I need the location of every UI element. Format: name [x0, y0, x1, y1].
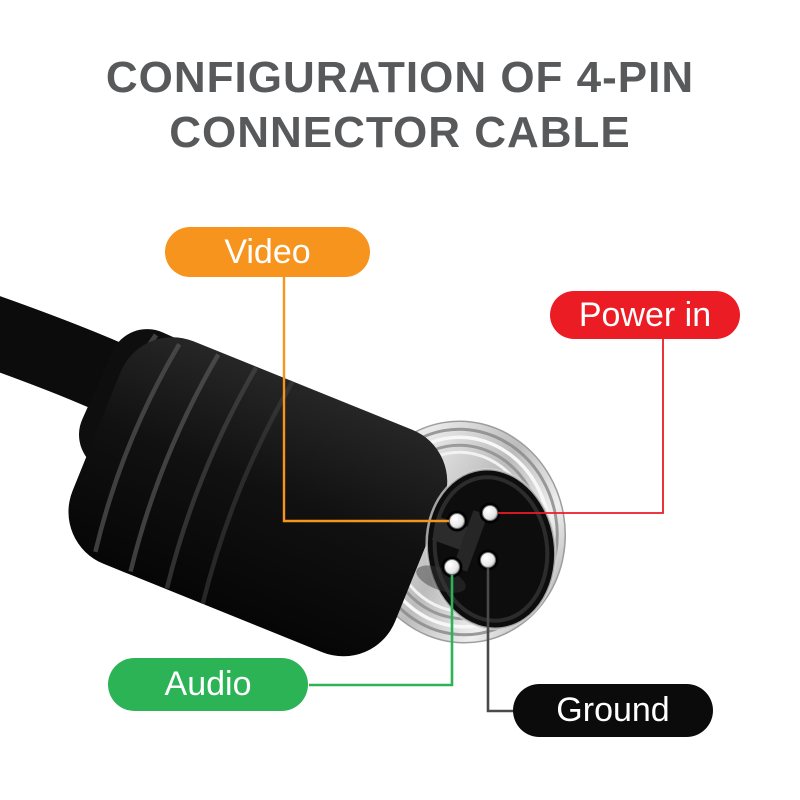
label-power-in: Power in [550, 291, 740, 339]
video-leader-line [282, 275, 449, 523]
label-ground: Ground [513, 684, 713, 737]
power-leader-line [498, 338, 664, 514]
label-video: Video [165, 227, 370, 277]
title-line-2: CONNECTOR CABLE [169, 108, 631, 157]
audio-leader-line [309, 575, 454, 687]
connector-face [425, 468, 557, 630]
pin-video [446, 510, 468, 532]
pin-power [479, 502, 501, 524]
connector-body [68, 337, 448, 657]
ground-leader-line [486, 568, 514, 713]
title-line-1: CONFIGURATION OF 4-PIN [105, 53, 695, 102]
label-audio: Audio [108, 658, 308, 711]
pin-ground [477, 549, 499, 571]
page-title: CONFIGURATION OF 4-PIN CONNECTOR CABLE [0, 50, 800, 160]
pin-audio [441, 556, 463, 578]
